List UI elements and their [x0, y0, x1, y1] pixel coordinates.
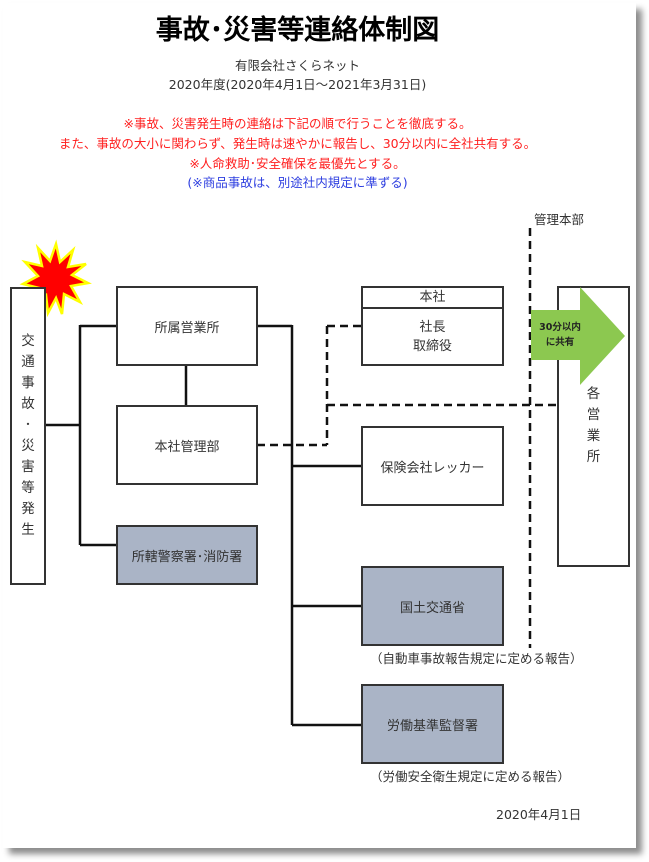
share-arrow-line-2: に共有: [545, 337, 575, 348]
offices-char: 各: [586, 386, 601, 402]
footer-date: 2020年4月1日: [496, 807, 582, 822]
offices-char: 業: [586, 428, 601, 444]
branch-office-box: 所属営業所: [116, 286, 258, 366]
hq-management-label: 本社管理部: [154, 439, 220, 455]
mlit-box: 国土交通省: [361, 566, 504, 646]
origin-char: 故: [21, 396, 35, 412]
labor-box: 労働基準監督署: [361, 684, 504, 764]
origin-char: ･: [24, 417, 32, 433]
hq-box: 本社 社長 取締役: [361, 286, 504, 366]
fiscal-period: 2020年度(2020年4月1日～2021年3月31日): [168, 77, 427, 92]
offices-char: 所: [586, 449, 601, 465]
share-arrow-line-1: 30分以内: [539, 322, 581, 333]
origin-char: 災: [21, 438, 35, 454]
hq-president-label: 社長: [419, 320, 446, 335]
origin-char: 事: [21, 375, 35, 391]
notice-line-2: また、事故の大小に関わらず、発生時は速やかに報告し、30分以内に全社共有する。: [58, 136, 537, 151]
origin-char: 生: [21, 522, 35, 538]
hq-header: 本社: [363, 288, 502, 309]
management-hq-label: 管理本部: [534, 212, 585, 227]
notice-line-1: ※事故、災害発生時の連絡は下記の順で行うことを徹底する。: [123, 116, 472, 131]
labor-note: （労働安全衛生規定に定める報告）: [370, 769, 571, 784]
labor-label: 労働基準監督署: [386, 718, 478, 734]
share-arrow-label: 30分以内 に共有: [533, 320, 587, 350]
hq-management-box: 本社管理部: [116, 405, 258, 485]
offices-char: 営: [586, 407, 601, 423]
insurance-box: 保険会社レッカー: [361, 426, 504, 506]
hq-directors-label: 取締役: [412, 339, 452, 354]
mlit-label: 国土交通省: [399, 600, 465, 616]
branch-office-label: 所属営業所: [154, 320, 220, 336]
origin-incident-box: 交 通 事 故 ･ 災 害 等 発 生: [10, 287, 46, 585]
company-name: 有限会社さくらネット: [234, 58, 360, 73]
origin-char: 害: [21, 459, 35, 475]
notice-product-accident: (※商品事故は、別途社内規定に準ずる): [187, 175, 408, 190]
page-title: 事故･災害等連絡体制図: [155, 15, 440, 46]
origin-char: 通: [21, 354, 35, 370]
notice-line-3: ※人命救助･安全確保を最優先とする。: [189, 156, 406, 171]
mlit-note: （自動車事故報告規定に定める報告）: [370, 651, 583, 666]
origin-char: 発: [21, 501, 35, 517]
insurance-label: 保険会社レッカー: [380, 460, 485, 476]
origin-char: 交: [21, 333, 35, 349]
police-fire-label: 所轄警察署･消防署: [131, 549, 243, 565]
police-fire-box: 所轄警察署･消防署: [116, 525, 258, 585]
origin-char: 等: [21, 480, 35, 496]
